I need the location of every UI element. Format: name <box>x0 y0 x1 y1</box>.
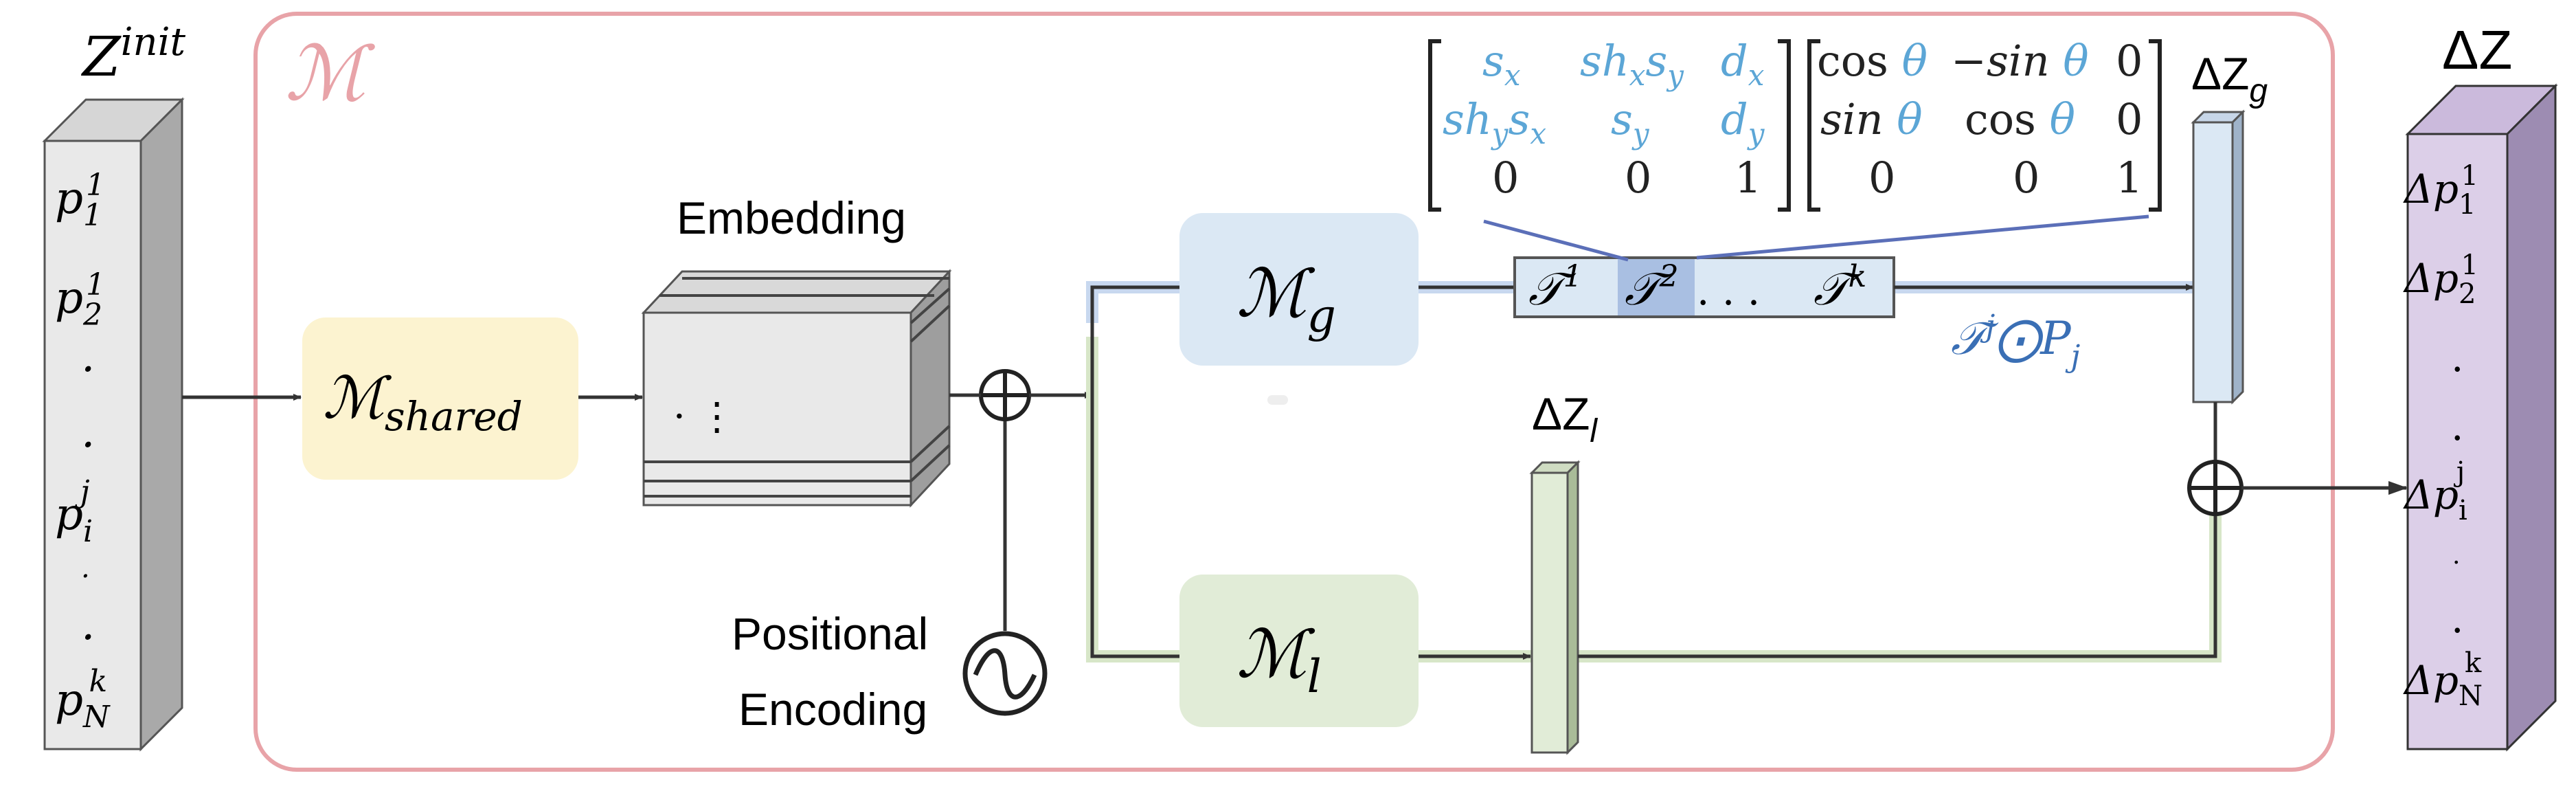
model-label: ℳ <box>285 30 376 118</box>
ma-r0c1: shxsy <box>1580 36 1684 92</box>
global-block <box>1179 213 1419 366</box>
matrix-pointer-right <box>1696 214 2149 260</box>
output-item-k: ΔpNk <box>2403 647 2483 712</box>
output-dot-3: . <box>2452 542 2460 570</box>
token-dots: . . . <box>1697 267 1760 314</box>
shared-block <box>302 317 578 480</box>
mb-r0c2: 0 <box>2116 36 2143 86</box>
local-return-path <box>1578 512 2217 658</box>
input-items: p11 p21 . . pij . . pNk <box>55 168 111 735</box>
output-item-1: Δp11 <box>2403 160 2478 221</box>
mb-r2c1: 0 <box>2013 153 2040 203</box>
ma-r2c1: 0 <box>1625 153 1651 203</box>
ma-r1c2: dy <box>1721 94 1765 151</box>
input-title: Zinit <box>80 20 185 89</box>
delta-l-column <box>1529 460 1581 755</box>
global-path <box>1090 285 1179 395</box>
input-dot-1: . <box>81 331 95 382</box>
input-item-k: pNk <box>55 664 111 735</box>
local-label: ℳl <box>1236 616 1322 703</box>
delta-l-label: ΔZl <box>1532 388 1598 449</box>
mb-r1c0: sin θ <box>1820 94 1923 144</box>
embedding-dots: · ⋮ <box>673 394 736 439</box>
output-dot-4: . <box>2451 595 2463 642</box>
global-label: ℳg <box>1236 255 1336 342</box>
output-title: ΔZ <box>2442 19 2512 80</box>
output-item-2: Δp21 <box>2403 249 2478 310</box>
ma-r2c2: 1 <box>1735 153 1761 203</box>
mb-r1c2: 0 <box>2116 94 2143 144</box>
output-dot-2: . <box>2451 403 2463 449</box>
embedding-block <box>641 269 952 508</box>
delta-g-label: ΔZg <box>2191 48 2268 109</box>
mb-r2c2: 1 <box>2116 153 2143 203</box>
embedding-label: Embedding <box>677 192 906 243</box>
transform-operator: 𝒯j⨀Pj <box>1951 309 2080 374</box>
ma-r1c0: shysx <box>1443 94 1546 151</box>
input-dot-2: . <box>81 407 95 458</box>
global-shadow <box>1267 395 1288 405</box>
token-highlight <box>1618 259 1695 315</box>
output-items: Δp11 Δp21 . . Δpij . . ΔpNk <box>2403 160 2483 712</box>
output-column <box>2405 83 2558 752</box>
output-item-j: Δpij <box>2403 456 2467 526</box>
input-dot-3: . <box>81 553 90 584</box>
positional-line1: Positional <box>732 608 928 659</box>
input-item-2: p21 <box>55 267 105 333</box>
local-path <box>1090 395 1179 658</box>
mb-r2c0: 0 <box>1868 153 1895 203</box>
mb-r1c1: cos θ <box>1965 94 2075 144</box>
ma-r2c0: 0 <box>1492 153 1519 203</box>
local-block <box>1179 575 1419 727</box>
model-frame <box>253 12 2335 772</box>
input-dot-4: . <box>81 599 95 650</box>
ma-r0c2: dx <box>1721 36 1765 92</box>
matrix-pointer-left <box>1483 219 1629 262</box>
ma-r1c1: sy <box>1611 94 1650 151</box>
shared-label: ℳshared <box>323 364 523 440</box>
mb-r0c1: −sin θ <box>1951 36 2089 86</box>
output-dot-1: . <box>2451 334 2463 381</box>
ma-r0c0: sx <box>1482 36 1521 92</box>
input-column <box>42 97 185 752</box>
input-item-1: p11 <box>55 168 105 233</box>
matrix-a: sx shxsy dx shysx sy dy 0 0 1 <box>1428 36 1791 212</box>
positional-line2: Encoding <box>738 684 927 735</box>
delta-g-column <box>2191 109 2246 405</box>
matrix-b: cos θ −sin θ 0 sin θ cos θ 0 0 0 1 <box>1807 36 2162 212</box>
mb-r0c0: cos θ <box>1817 36 1928 86</box>
